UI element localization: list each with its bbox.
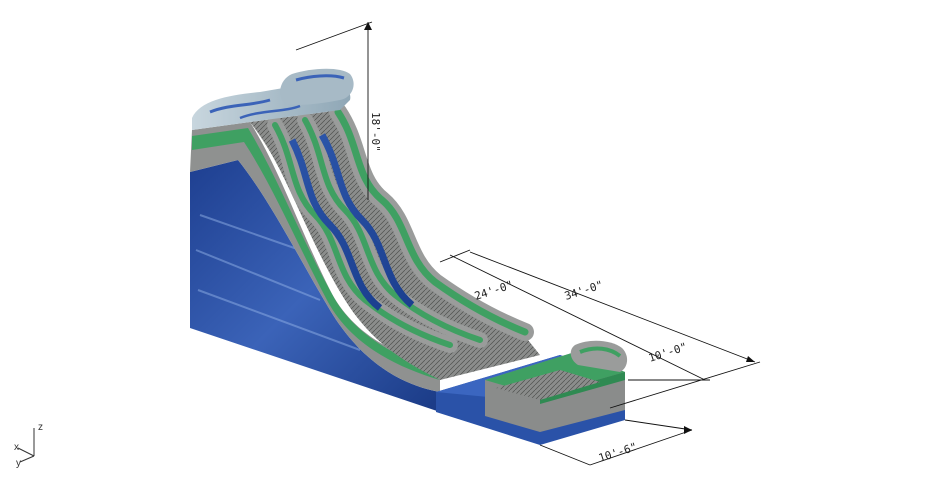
total-length-dimension: 34'-0": [563, 278, 605, 303]
axis-z-label: z: [38, 422, 43, 433]
axis-x-label: x: [14, 442, 19, 453]
height-dimension: 18'-0": [369, 112, 382, 152]
slide-length-dimension: 24'-0": [473, 278, 515, 303]
axis-y-label: y: [16, 458, 21, 469]
pool-length-dimension: 10'-0": [647, 340, 689, 365]
dimension-annotations: 18'-0" 24'-0" 34'-0" 10'-0" 10'-6": [295, 21, 761, 466]
slide-side-wall: [190, 160, 440, 412]
axis-indicator: z x y: [14, 422, 43, 469]
inflatable-slide: [190, 68, 628, 445]
width-dimension: 10'-6": [597, 440, 639, 465]
